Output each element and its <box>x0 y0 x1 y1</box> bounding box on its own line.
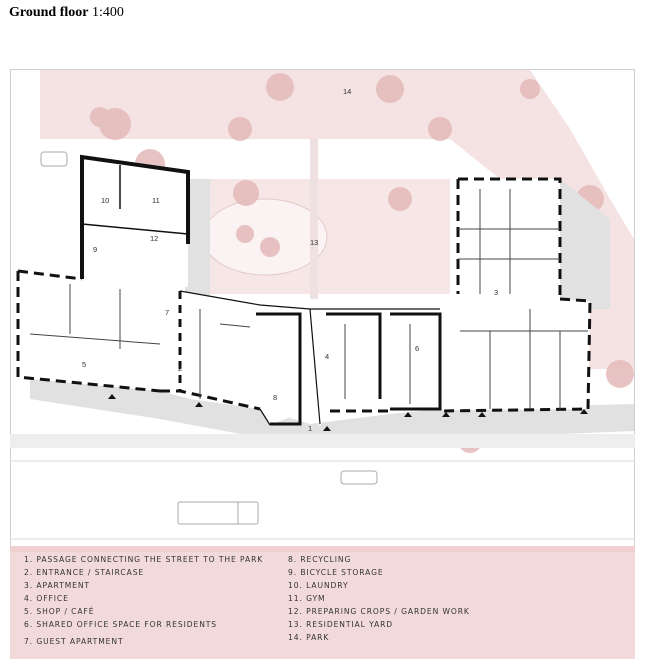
entry-markers <box>108 394 588 431</box>
legend-item-3: 3. APARTMENT <box>24 581 90 590</box>
legend-item-7: 7. GUEST APARTMENT <box>24 637 124 646</box>
legend-item-14: 14. PARK <box>288 633 329 642</box>
label-9: 9 <box>93 245 97 254</box>
title-floor: Ground floor <box>9 5 89 20</box>
label-7: 7 <box>165 308 169 317</box>
building-walls <box>16 154 592 426</box>
label-5: 5 <box>82 360 86 369</box>
legend-item-9: 9. BICYCLE STORAGE <box>288 568 384 577</box>
bus <box>177 501 259 525</box>
parked-car <box>40 151 68 167</box>
legend-item-12: 12. PREPARING CROPS / GARDEN WORK <box>288 607 470 616</box>
legend: 1. PASSAGE CONNECTING THE STREET TO THE … <box>24 555 470 646</box>
label-1: 1 <box>308 424 312 433</box>
legend-background <box>10 546 635 659</box>
label-2: 2 <box>178 364 182 373</box>
label-3: 3 <box>494 288 498 297</box>
legend-item-11: 11. GYM <box>288 594 326 603</box>
legend-item-8: 8. RECYCLING <box>288 555 351 564</box>
floor-plan: 1 2 3 4 5 6 7 8 9 10 11 12 13 14 1. PASS… <box>10 69 635 659</box>
legend-item-1: 1. PASSAGE CONNECTING THE STREET TO THE … <box>24 555 263 564</box>
title-scale: 1:400 <box>91 5 124 20</box>
label-13: 13 <box>310 238 318 247</box>
legend-item-6: 6. SHARED OFFICE SPACE FOR RESIDENTS <box>24 620 217 629</box>
car <box>340 470 378 485</box>
page-title: Ground floor 1:400 <box>9 5 124 21</box>
legend-item-5: 5. SHOP / CAFÉ <box>24 607 94 616</box>
garden-path <box>310 139 318 299</box>
legend-item-10: 10. LAUNDRY <box>288 581 349 590</box>
building-interior <box>18 157 590 426</box>
label-6: 6 <box>415 344 419 353</box>
label-14: 14 <box>343 87 351 96</box>
label-12: 12 <box>150 234 158 243</box>
park-area <box>40 70 634 369</box>
label-4: 4 <box>325 352 329 361</box>
sidewalk <box>10 434 635 448</box>
label-10: 10 <box>101 196 109 205</box>
legend-item-4: 4. OFFICE <box>24 594 69 603</box>
label-11: 11 <box>152 196 160 205</box>
building-shadow <box>30 179 634 447</box>
legend-item-13: 13. RESIDENTIAL YARD <box>288 620 393 629</box>
legend-item-2: 2. ENTRANCE / STAIRCASE <box>24 568 144 577</box>
label-8: 8 <box>273 393 277 402</box>
yard-oval <box>202 198 328 276</box>
room-labels: 1 2 3 4 5 6 7 8 9 10 11 12 13 14 <box>82 87 498 433</box>
